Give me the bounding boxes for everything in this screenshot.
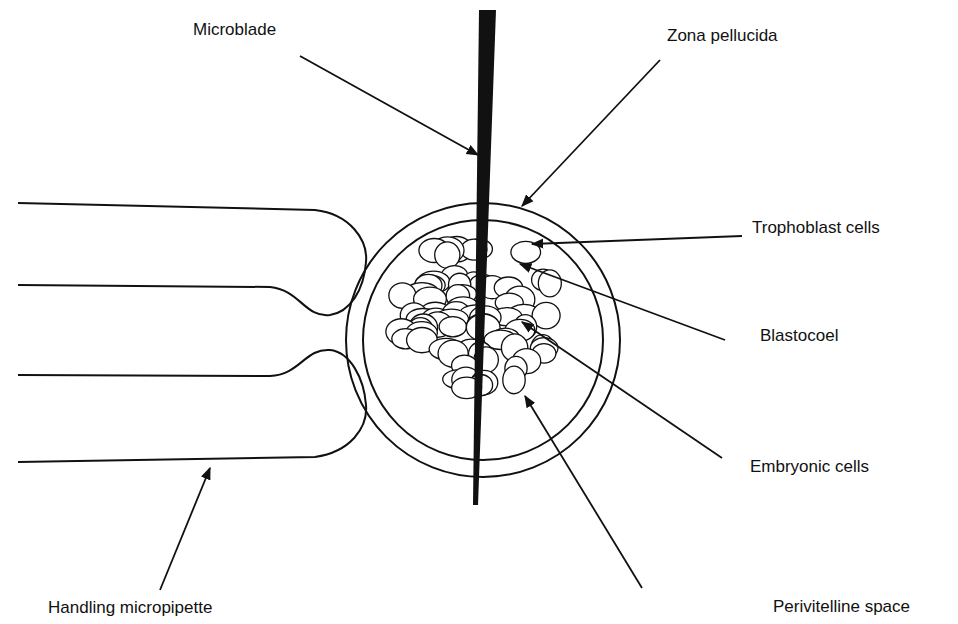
embryo-cells: [386, 237, 561, 399]
cell: [503, 366, 525, 394]
callout-label: Embryonic cells: [750, 457, 869, 477]
cell: [538, 270, 561, 297]
callout-label: Blastocoel: [760, 326, 838, 346]
callout-label: Perivitelline space: [773, 597, 910, 617]
callout-label: Handling micropipette: [48, 598, 212, 618]
cell: [435, 242, 460, 268]
callout-label: Trophoblast cells: [752, 218, 880, 238]
leader-lines: [160, 56, 742, 590]
callout-label: Zona pellucida: [667, 26, 778, 46]
microblade: [473, 10, 496, 505]
callout-label: Microblade: [193, 20, 276, 40]
cell: [439, 317, 466, 337]
handling-micropipette: [18, 203, 366, 462]
